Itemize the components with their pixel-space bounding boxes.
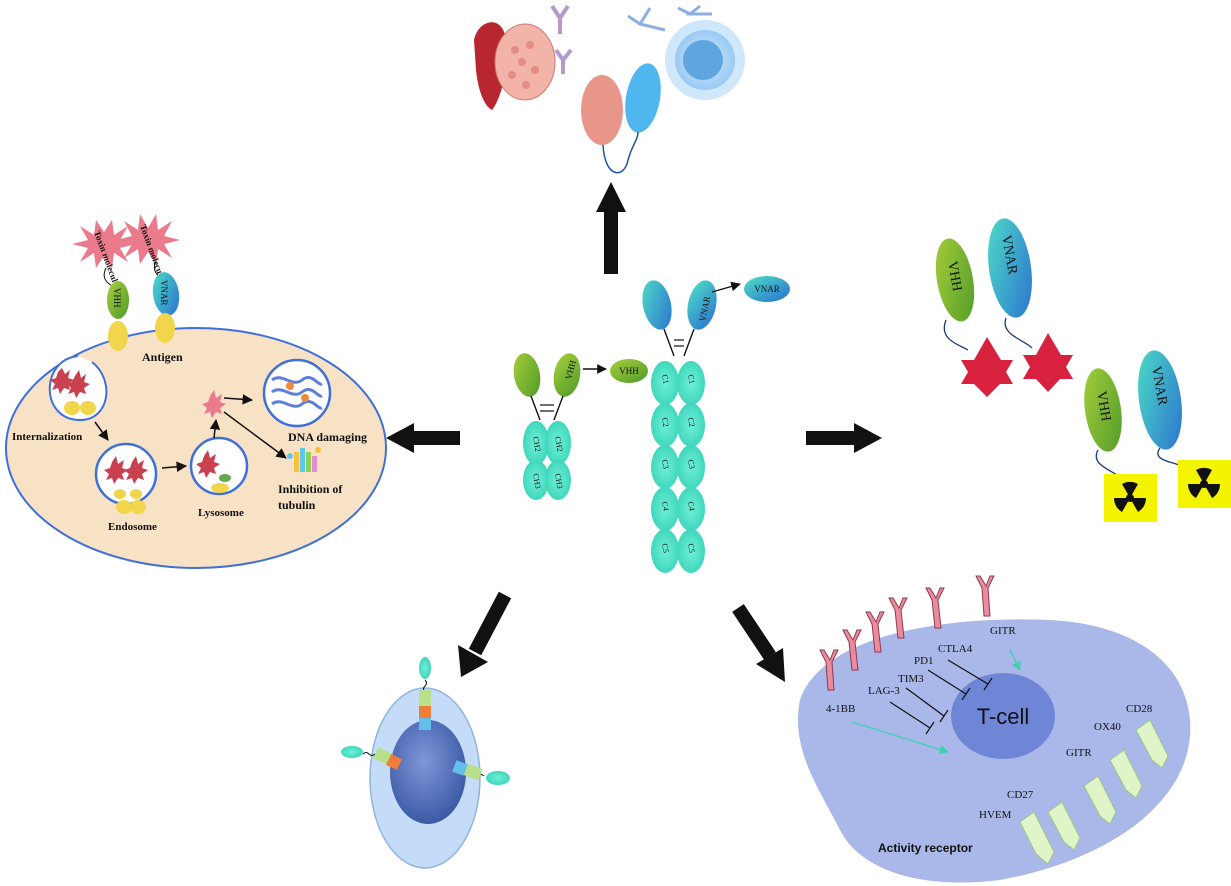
receptor-icon-5 [925,587,945,629]
lag3-label: LAG-3 [868,685,900,697]
c1-label-right: C1 [686,374,696,385]
adc-vhh [107,281,129,319]
ignar-antibody: VNAR C1 C1 C2 C2 C3 C3 C4 C4 C5 C5 [642,280,717,573]
arrow-right [806,423,882,453]
c2-label-left: C2 [660,417,670,428]
adc-vnar [152,272,180,316]
tcell-label: T-cell [977,704,1030,729]
vnar-fragment [744,276,790,302]
4-1bb-label: 4-1BB [826,703,855,715]
vhh-arm-right [553,353,581,397]
arrow-down-right [732,604,785,682]
toxin-star-1 [72,220,136,268]
vnar-fragment-label: VNAR [754,284,780,294]
vhh-arm-left [513,353,541,397]
ch2-label-right: CH2 [553,436,564,452]
c3-label-right: C3 [686,459,696,470]
antibody-icon-2 [554,48,573,74]
arrow-up [596,182,626,274]
endosome-label: Endosome [108,521,157,533]
c5-label-right: C5 [686,543,696,554]
imaging-vnar-top-label: VNAR [998,234,1020,276]
antibody-icon-3 [627,7,666,32]
internalization-label: Internalization [12,431,82,443]
antibody-icon-4 [677,4,712,16]
costim-receptors [1019,719,1169,865]
c5-label-left: C5 [660,543,670,554]
vhh-domain-label: VHH [563,359,578,381]
inhibition-label-line1: Inhibition of [278,482,343,496]
car-cell-panel [341,657,510,869]
arrow-left [386,423,460,453]
dna-damaging-label: DNA damaging [288,430,367,444]
fluor-star-2 [1023,333,1073,392]
adc-vhh-label: VHH [112,288,122,308]
adc-vnar-label: VNAR [159,280,169,306]
bispecific-domain-right [625,63,661,133]
activity-receptor-label: Activity receptor [878,841,973,855]
top-illustration [474,4,745,174]
pd1-label: PD1 [914,655,934,667]
vhh-fragment [610,359,648,383]
imaging-panel: VHH VNAR VHH VNAR [935,218,1231,522]
imaging-vnar-top [988,218,1032,318]
cd27-label: CD27 [1007,789,1034,801]
inhibition-label-line2: tubulin [278,498,316,512]
bispecific-domain-left [581,75,623,145]
antigen-left [108,321,128,351]
receptor-icon-6 [975,575,995,617]
toxin-star-2 [116,214,180,264]
imaging-vhh-bottom [1084,368,1122,452]
tcell-core [951,673,1055,759]
receptor-icon-4 [888,597,908,639]
c4-label-left: C4 [660,501,670,512]
c1-label-left: C1 [660,374,670,385]
c4-label-right: C4 [686,501,696,512]
gitr-label: GITR [1066,747,1092,759]
car-cell-nucleus [390,720,466,824]
vhh-antibody: VHH CH2 CH2 CH3 CH3 [513,353,581,500]
gitr-top-label: GITR [990,625,1016,637]
released-toxin [202,390,226,418]
receptor-icon-3 [865,611,885,653]
antigen-label: Antigen [142,350,183,364]
imaging-vnar-bottom [1138,350,1182,450]
radiation-icon-1 [1104,474,1157,522]
adc-panel: Toxin molecule Toxin molecule VHH VNAR A… [5,214,387,569]
endosome-vesicle [94,442,158,506]
hvem-label: HVEM [979,809,1012,821]
antigen-right [155,313,175,343]
c3-label-left: C3 [660,459,670,470]
receptor-set [819,575,995,691]
fluor-star-1 [961,337,1013,397]
lysosome-vesicle [189,436,249,496]
ch2-label-left: CH2 [531,436,542,452]
tcell-panel: T-cell GITR CTLA4 PD1 TIM3 LAG-3 4-1BB C… [798,575,1191,883]
imaging-vnar-bottom-label: VNAR [1148,365,1170,407]
ch3-label-left: CH3 [531,473,542,489]
receptor-icon-2 [842,629,862,671]
vhh-fragment-label: VHH [619,366,639,376]
imaging-vhh-top-label: VHH [944,260,964,292]
radiation-icon-2 [1178,460,1231,508]
cd28-label: CD28 [1126,703,1153,715]
c2-label-right: C2 [686,417,696,428]
ch3-label-right: CH3 [553,473,564,489]
ctla4-label: CTLA4 [938,643,973,655]
imaging-vhh-top [935,238,975,322]
imaging-vhh-bottom-label: VHH [1093,390,1113,422]
ox40-label: OX40 [1094,721,1121,733]
tubulin-icon [287,447,321,472]
antibody-icon-1 [550,4,570,34]
arrow-down-left [458,591,512,677]
lysosome-label: Lysosome [198,507,244,519]
receptor-icon-1 [819,649,839,691]
tim3-label: TIM3 [898,673,924,685]
